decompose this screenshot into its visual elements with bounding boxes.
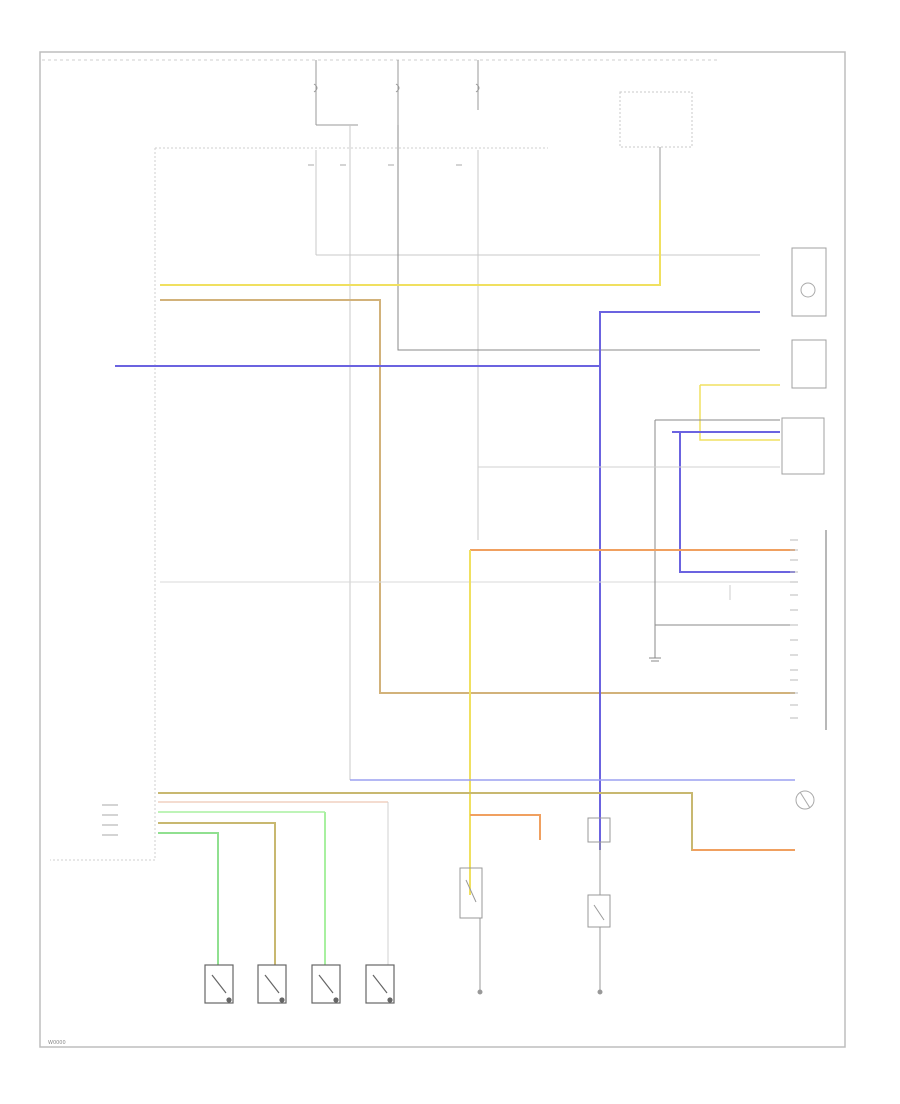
- wire-orange-short: [470, 814, 541, 840]
- door-switch-3: [311, 964, 341, 1004]
- wire-tan-main: [160, 299, 795, 694]
- connector-pins: [790, 539, 798, 719]
- diagram-border: [39, 51, 846, 1048]
- door-switch-1: [204, 964, 234, 1004]
- relay-top-right: [619, 91, 693, 148]
- door-switch-4: [365, 964, 395, 1004]
- security-indicator-wires: [478, 384, 795, 650]
- security-indicator-light: [781, 417, 825, 475]
- fuse-block: [313, 60, 480, 126]
- trunk-switch: [587, 817, 611, 995]
- main-module-outline: [50, 147, 548, 861]
- security-switch: [459, 867, 483, 995]
- wire-yellow-top: [160, 200, 661, 286]
- horn-relay-box: [791, 339, 827, 389]
- bottom-harness: [158, 792, 795, 965]
- horn-symbol: [800, 282, 816, 298]
- warning-lamp: [795, 790, 815, 810]
- ground-mid: [649, 650, 661, 662]
- wire-blue-spine: [599, 311, 760, 850]
- left-pin-stack: [102, 804, 118, 836]
- lamp-filament: [799, 791, 811, 809]
- wire-horn-relay-feed: [397, 125, 760, 351]
- door-switch-2: [257, 964, 287, 1004]
- horn-box: [791, 247, 827, 317]
- figure-code: W0000: [48, 1040, 66, 1046]
- module-feed-wires: [315, 125, 760, 780]
